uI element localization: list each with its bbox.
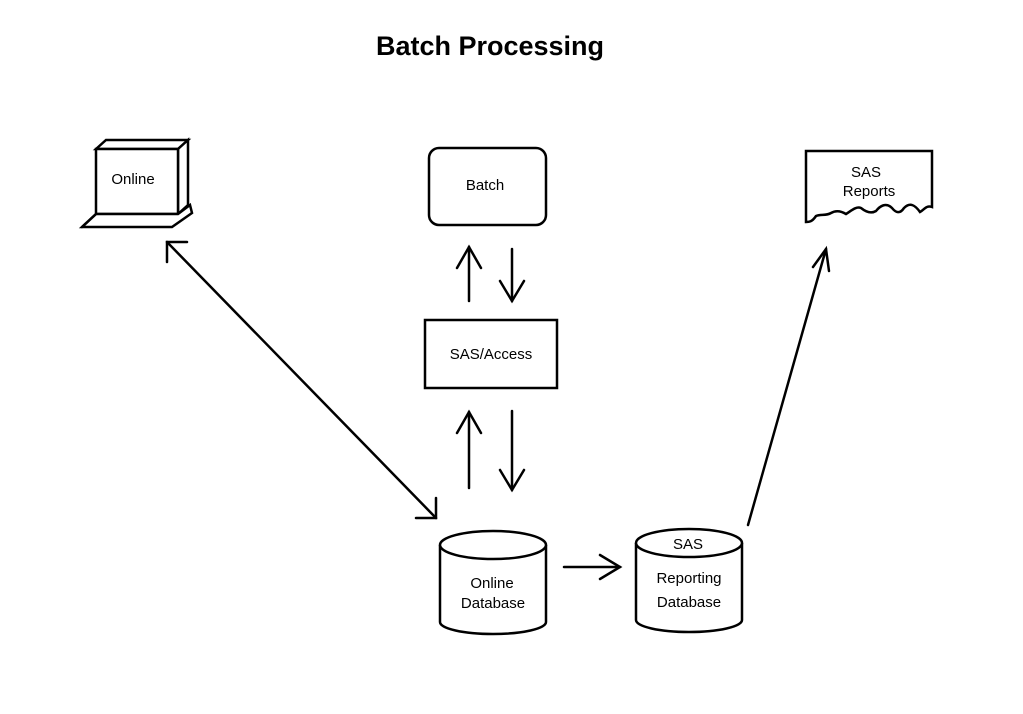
online-database-node: Online Database <box>438 529 548 636</box>
online-database-body <box>438 545 548 636</box>
sas-reporting-database-body <box>634 543 744 634</box>
sas-reports-document <box>804 149 934 224</box>
edge-sas-access-to-batch <box>455 244 483 303</box>
sas-reporting-database-label-top: SAS <box>673 536 703 553</box>
terminal-top-face <box>92 138 192 151</box>
sas-access-box <box>423 318 559 390</box>
sas-reporting-database-top <box>634 527 744 559</box>
edge-online-database-to-reporting-database <box>562 553 623 581</box>
edge-sas-access-to-online-database <box>498 409 526 493</box>
sas-reports-label-line1: SAS <box>851 164 881 181</box>
arrowhead-online-database-top <box>498 468 526 493</box>
arrowhead-reporting-database <box>598 553 623 581</box>
batch-label: Batch <box>466 177 504 194</box>
online-terminal-node: Online <box>78 137 194 229</box>
online-database-top <box>438 529 548 561</box>
sas-reporting-database-label-line1: Reporting <box>656 570 721 587</box>
sas-access-label: SAS/Access <box>450 346 533 363</box>
edge-batch-to-sas-access <box>498 247 526 304</box>
edge-line <box>746 247 828 527</box>
online-terminal-label: Online <box>111 171 154 188</box>
arrowhead-sas-access <box>498 279 526 304</box>
edge-online-database-to-sas-access <box>455 409 483 490</box>
batch-node: Batch <box>427 146 548 227</box>
edge-reporting-database-to-sas-reports <box>746 245 831 527</box>
edge-online-terminal-online-database <box>165 240 438 520</box>
batch-box <box>427 146 548 227</box>
sas-reports-node: SAS Reports <box>804 149 934 224</box>
sas-reporting-database-label-line2: Database <box>657 594 721 611</box>
online-database-label-line1: Online <box>470 575 513 592</box>
sas-reports-label-line2: Reports <box>843 183 896 200</box>
arrowhead-sas-access-bottom <box>455 409 483 435</box>
arrowhead-online-terminal <box>165 240 189 264</box>
sas-reporting-database-node: SAS Reporting Database <box>634 527 744 634</box>
edge-line <box>165 240 438 520</box>
diagram-title: Batch Processing <box>376 31 604 61</box>
arrowhead-batch <box>455 244 483 270</box>
terminal-keyboard-edge <box>80 212 98 229</box>
arrowhead-sas-reports <box>811 245 831 273</box>
terminal-side-face <box>176 137 190 217</box>
terminal-screen <box>94 147 180 216</box>
arrowhead-online-database <box>414 496 438 520</box>
online-database-label-line2: Database <box>461 595 525 612</box>
sas-access-node: SAS/Access <box>423 318 559 390</box>
